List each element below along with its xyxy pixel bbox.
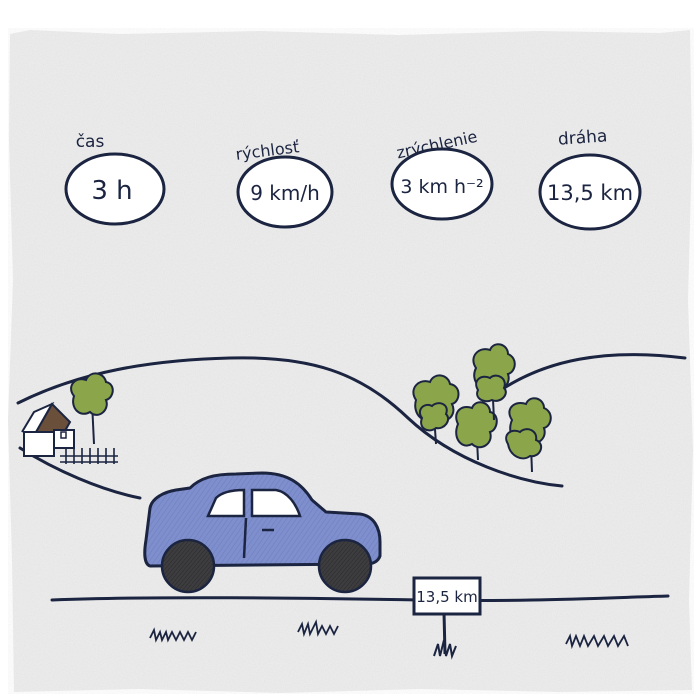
quantity-value-acceleration: 3 km h⁻² bbox=[400, 176, 483, 198]
tree-icon bbox=[472, 343, 516, 421]
grass-icon bbox=[149, 627, 197, 643]
quantity-bubble-distance bbox=[538, 153, 642, 231]
quantity-bubble-speed bbox=[236, 155, 334, 229]
quantity-time: čas 3 h bbox=[64, 132, 166, 226]
quantity-acceleration: zrýchlenie 3 km h⁻² bbox=[390, 127, 494, 221]
car-icon bbox=[143, 471, 382, 594]
road-line bbox=[50, 594, 670, 603]
tree-icon bbox=[70, 372, 114, 445]
quantity-bubble-time bbox=[64, 152, 166, 226]
tree-icon bbox=[455, 401, 498, 461]
quantity-label-distance: dráha bbox=[557, 126, 608, 149]
tree-icon bbox=[505, 397, 552, 473]
quantity-value-distance: 13,5 km bbox=[547, 181, 633, 205]
grass-icon bbox=[565, 633, 629, 650]
grass-icon bbox=[297, 619, 339, 638]
quantity-distance: dráha 13,5 km bbox=[538, 126, 642, 231]
quantity-bubble-acceleration bbox=[390, 147, 494, 221]
quantity-value-time: 3 h bbox=[91, 176, 132, 206]
quantity-label-time: čas bbox=[76, 132, 105, 152]
right-hill-outline bbox=[496, 353, 687, 394]
car-rear-wheel bbox=[160, 538, 216, 594]
tree-icon bbox=[412, 374, 460, 445]
left-hill-outline bbox=[16, 356, 564, 488]
road-sign-text: 13,5 km bbox=[416, 588, 477, 606]
distance-road-sign: 13,5 km bbox=[412, 576, 482, 660]
quantity-value-speed: 9 km/h bbox=[250, 181, 320, 205]
house-icon bbox=[21, 401, 118, 464]
car-front-wheel bbox=[317, 538, 373, 594]
